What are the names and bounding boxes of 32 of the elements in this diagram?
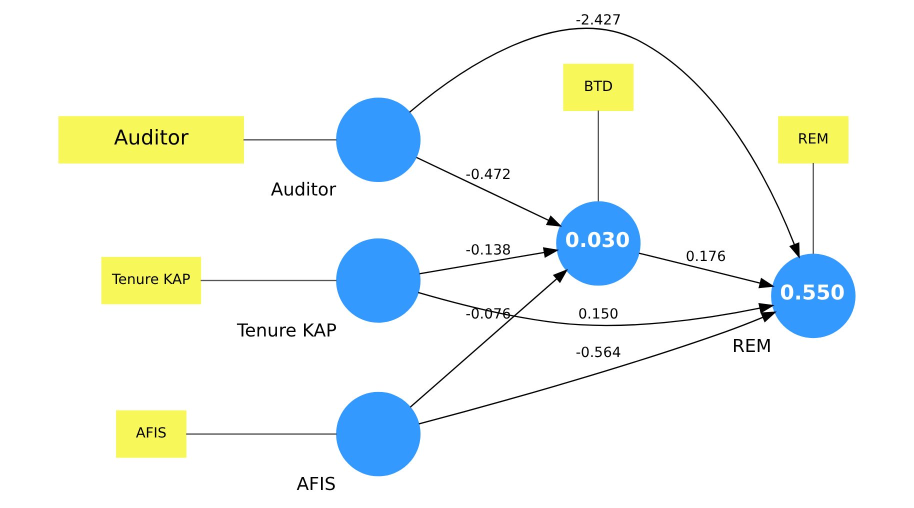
node-circle xyxy=(336,238,421,323)
node-circle xyxy=(336,98,421,182)
arrow xyxy=(409,28,800,259)
node-label: Auditor xyxy=(270,180,336,201)
connector xyxy=(812,162,814,254)
node-circle: 0.030 xyxy=(556,201,641,286)
edge-label: 0.150 xyxy=(578,306,619,323)
edge-label: -0.138 xyxy=(466,242,512,259)
arrow xyxy=(416,156,562,227)
node-box: Auditor xyxy=(58,116,244,164)
node-label: REM xyxy=(732,336,772,357)
node-box: Tenure KAP xyxy=(101,256,202,304)
connector xyxy=(244,139,337,140)
edge-label: 0.176 xyxy=(686,249,726,266)
connector xyxy=(186,433,337,435)
node-circle xyxy=(336,392,421,476)
node-circle: 0.550 xyxy=(771,254,856,338)
connector xyxy=(200,280,336,282)
node-box: REM xyxy=(778,116,848,164)
arrow xyxy=(418,292,775,326)
edge-label: -2.427 xyxy=(576,12,622,28)
arrow xyxy=(419,247,559,274)
arrow xyxy=(638,252,775,288)
edge-label: -0.472 xyxy=(466,167,512,184)
node-box: BTD xyxy=(563,64,634,112)
node-box: AFIS xyxy=(116,410,186,458)
edge-label: -0.564 xyxy=(576,345,622,362)
arrow xyxy=(418,312,777,424)
node-label: Tenure KAP xyxy=(236,320,337,342)
connector xyxy=(598,110,599,202)
arrow xyxy=(410,268,568,408)
node-label: AFIS xyxy=(296,474,336,495)
